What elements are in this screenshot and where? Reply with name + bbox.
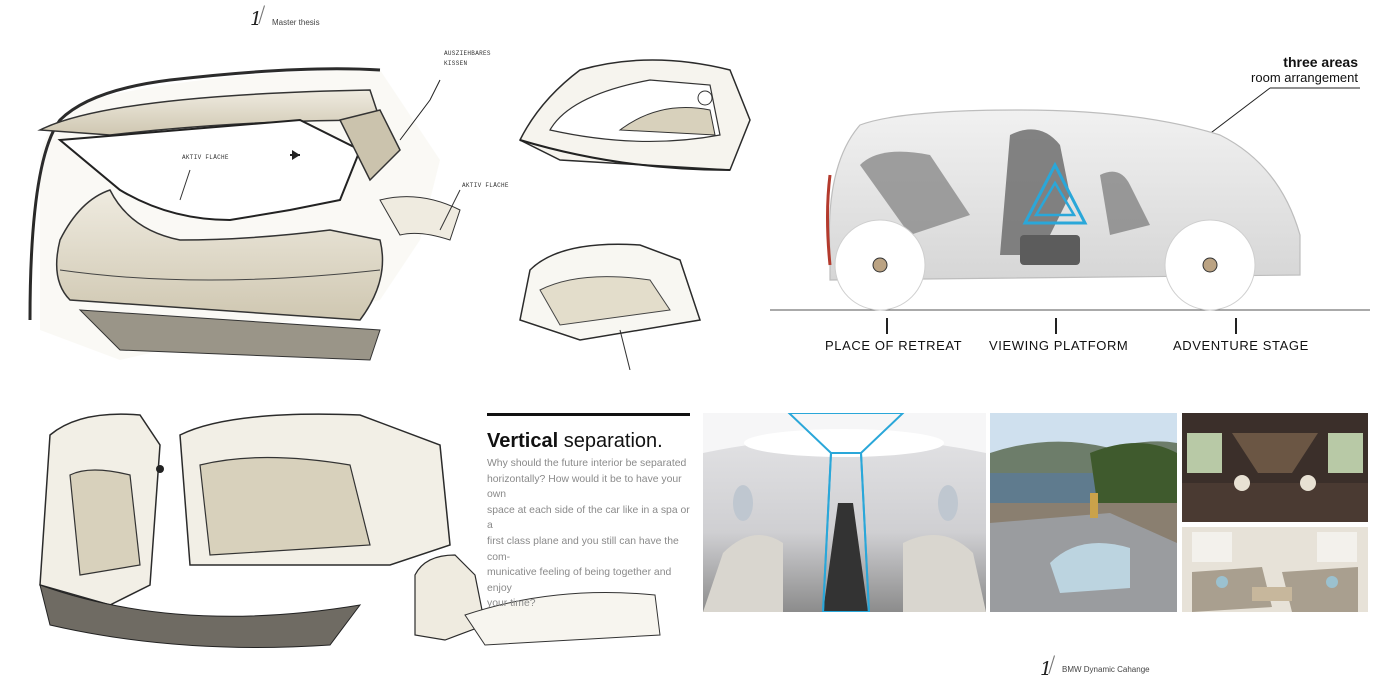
interior-sketch-main bbox=[28, 67, 461, 361]
page-header: 1 / Master thesis bbox=[250, 3, 370, 30]
section-heading-rest: separation. bbox=[558, 430, 663, 452]
body-line: horizontally? How would it be to have yo… bbox=[487, 473, 682, 501]
car-silhouette bbox=[826, 109, 1301, 311]
section-heading: Vertical separation. bbox=[487, 430, 690, 453]
interior-sketch-seat-side bbox=[414, 554, 661, 646]
body-line: your time? bbox=[487, 598, 536, 610]
annotation-aktiv-flaeche-2: AKTIV FLÄCHE bbox=[462, 182, 509, 189]
interior-sketch-seat bbox=[519, 243, 701, 370]
photo-living-room bbox=[1182, 527, 1368, 612]
footer-slash-divider: / bbox=[1048, 653, 1056, 678]
room-diagram: three areas room arrangement PLACE OF RE… bbox=[770, 50, 1370, 360]
page-footer: 1 / BMW Dynamic Cahange bbox=[1040, 653, 1200, 680]
section-heading-bold: Vertical bbox=[487, 430, 559, 452]
footer-page-number: 1 bbox=[1040, 658, 1053, 680]
jet-cabin-illustration bbox=[703, 413, 986, 612]
area-label-retreat: PLACE OF RETREAT bbox=[825, 338, 963, 353]
page-number: 1 bbox=[250, 8, 263, 30]
body-line: space at each side of the car like in a … bbox=[487, 504, 690, 532]
area-label-viewing: VIEWING PLATFORM bbox=[989, 338, 1129, 353]
room-diagram-title: three areas bbox=[1283, 54, 1358, 70]
vertical-separation-block: Vertical separation. Why should the futu… bbox=[487, 413, 690, 612]
area-tick-retreat bbox=[886, 318, 888, 334]
section-rule bbox=[487, 413, 690, 416]
area-tick-viewing bbox=[1055, 318, 1057, 334]
interior-sketch-split-seats bbox=[39, 413, 451, 648]
photo-jet-cabin bbox=[703, 413, 986, 612]
area-tick-adventure bbox=[1235, 318, 1237, 334]
annotation-aktiv-flaeche-1: AKTIV FLÄCHE bbox=[182, 154, 229, 161]
body-line: first class plane and you still can have… bbox=[487, 535, 679, 563]
photo-train-lounge bbox=[1182, 413, 1368, 522]
annotation-ausziehbares: AUSZIEHBARES bbox=[444, 50, 491, 57]
section-body: Why should the future interior be separa… bbox=[487, 456, 690, 612]
thesis-label: Master thesis bbox=[272, 18, 320, 27]
interior-sketch-reclined bbox=[518, 59, 751, 171]
annotation-kissen: KISSEN bbox=[444, 60, 468, 67]
slash-divider: / bbox=[258, 3, 266, 28]
body-line: municative feeling of being together and… bbox=[487, 567, 672, 594]
photo-lake-lounge bbox=[990, 413, 1177, 612]
area-label-adventure: ADVENTURE STAGE bbox=[1173, 338, 1309, 353]
lake-lounge-illustration bbox=[990, 413, 1177, 612]
project-label: BMW Dynamic Cahange bbox=[1062, 665, 1150, 674]
train-lounge-illustration bbox=[1182, 413, 1368, 522]
living-room-illustration bbox=[1182, 527, 1368, 612]
body-line: Why should the future interior be separa… bbox=[487, 458, 687, 469]
room-diagram-subtitle: room arrangement bbox=[1251, 70, 1358, 85]
